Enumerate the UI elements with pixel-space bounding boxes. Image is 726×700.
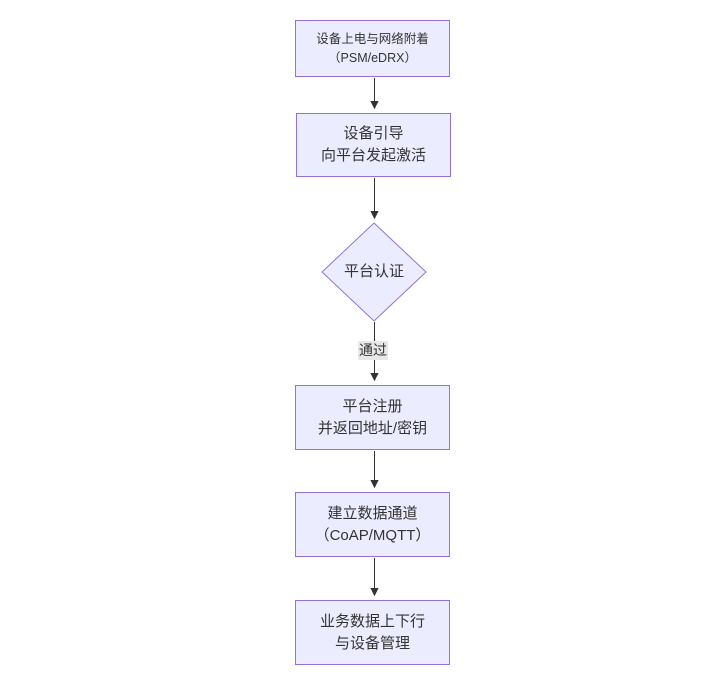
node-power-attach-line1: 设备上电与网络附着: [316, 31, 429, 46]
node-platform-register-line1: 平台注册: [342, 397, 403, 415]
node-platform-auth-label: 平台认证: [343, 263, 404, 280]
node-power-attach: 设备上电与网络附着 （PSM/eDRX）: [295, 20, 450, 77]
node-data-channel-line1: 建立数据通道: [327, 504, 418, 522]
node-data-channel-line2: （CoAP/MQTT）: [314, 526, 431, 544]
node-bootstrap-line1: 设备引导: [343, 125, 404, 142]
node-bootstrap: 设备引导 向平台发起激活: [296, 113, 451, 177]
node-business-mgmt-line1: 业务数据上下行: [319, 612, 425, 630]
node-business-mgmt: 业务数据上下行 与设备管理: [295, 600, 450, 665]
node-platform-register-line2: 并返回地址/密钥: [317, 419, 428, 437]
node-business-mgmt-line2: 与设备管理: [334, 634, 410, 652]
node-bootstrap-line2: 向平台发起激活: [320, 147, 426, 164]
node-platform-auth-diamond: [321, 222, 427, 322]
node-data-channel: 建立数据通道 （CoAP/MQTT）: [295, 492, 450, 557]
node-platform-register: 平台注册 并返回地址/密钥: [295, 385, 450, 450]
edge-label-pass: 通过: [358, 341, 388, 360]
node-power-attach-line2: （PSM/eDRX）: [328, 50, 417, 65]
